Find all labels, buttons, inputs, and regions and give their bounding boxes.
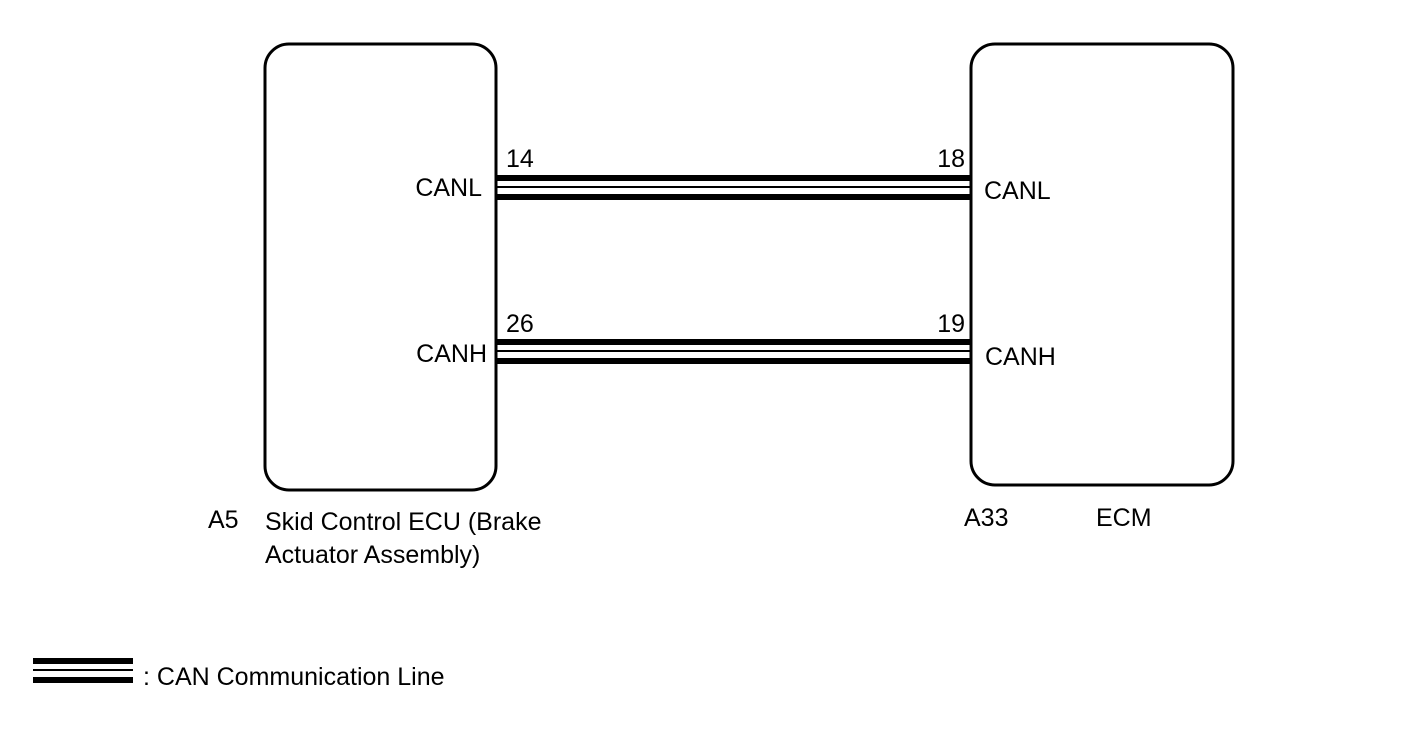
- pin-left-canl: 14: [506, 145, 534, 173]
- pin-right-canl: 18: [937, 145, 965, 173]
- left-component-name-line1: Skid Control ECU (Brake: [265, 508, 541, 536]
- canl-wire: [496, 175, 971, 200]
- signal-right-canh: CANH: [985, 343, 1056, 371]
- left-component-code: A5: [208, 506, 239, 534]
- canh-wire: [496, 339, 971, 364]
- ecm-box: [969, 42, 1235, 487]
- signal-left-canh: CANH: [416, 340, 487, 368]
- legend-line-symbol: [33, 658, 133, 683]
- pin-left-canh: 26: [506, 310, 534, 338]
- signal-left-canl: CANL: [415, 174, 482, 202]
- right-component-code: A33: [964, 504, 1008, 532]
- legend-label: : CAN Communication Line: [143, 663, 445, 691]
- right-component-name: ECM: [1096, 504, 1152, 532]
- pin-right-canh: 19: [937, 310, 965, 338]
- signal-right-canl: CANL: [984, 177, 1051, 205]
- skid-control-ecu-box: [263, 42, 498, 492]
- left-component-name-line2: Actuator Assembly): [265, 541, 480, 569]
